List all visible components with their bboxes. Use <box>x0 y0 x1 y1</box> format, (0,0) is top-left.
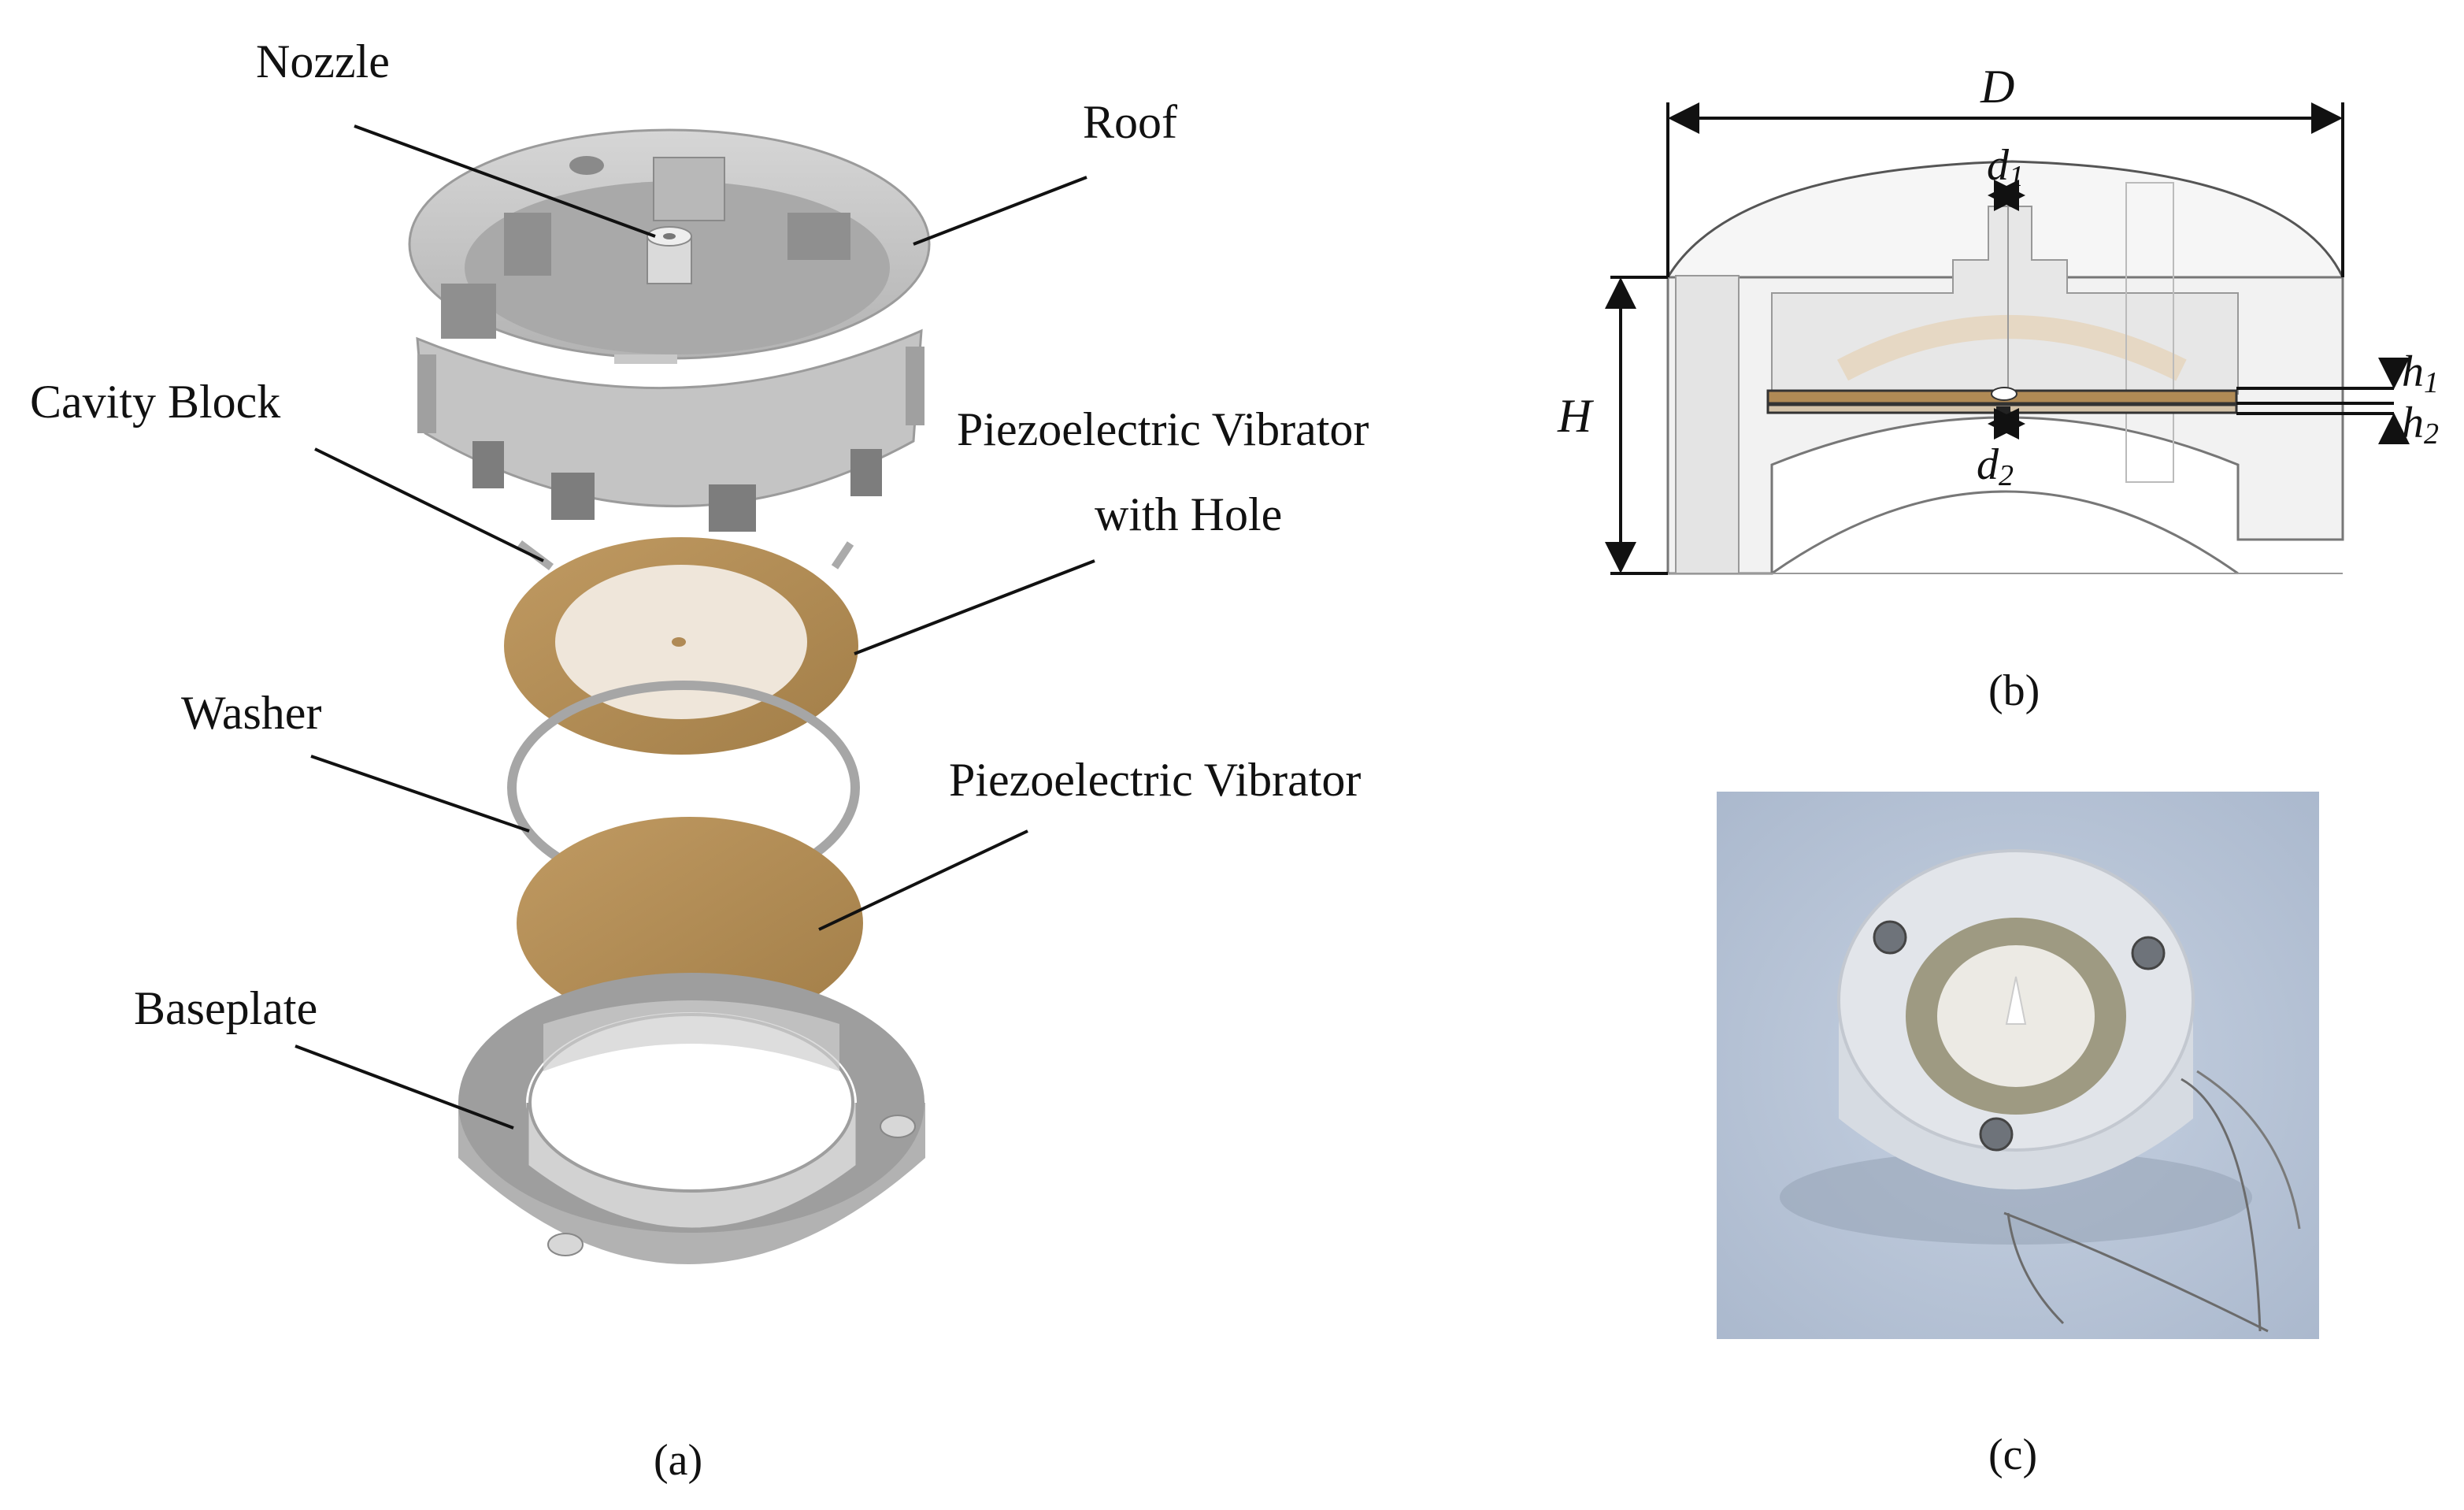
leader-cavity-block <box>314 447 544 562</box>
roof-part <box>408 128 931 570</box>
label-roof: Roof <box>1083 96 1177 148</box>
label-nozzle: Nozzle <box>256 35 390 87</box>
leader-baseplate <box>295 1044 514 1130</box>
cross-section-drawing <box>1666 160 2344 575</box>
panel-b: D H d1 d2 h1 h2 (b) <box>1557 61 2439 715</box>
dim-label-h1: h1 <box>2402 347 2439 399</box>
caption-a: (a) <box>654 1436 702 1485</box>
label-cavity-block: Cavity Block <box>30 376 280 428</box>
caption-b: (b) <box>1988 666 2040 715</box>
label-vibrator: Piezoelectric Vibrator <box>949 754 1361 806</box>
caption-c: (c) <box>1988 1430 2037 1479</box>
label-washer: Washer <box>181 687 321 739</box>
leader-vibrator <box>818 829 1028 931</box>
panel-c: (c) <box>1717 792 2319 1479</box>
vibrator-part <box>517 817 863 1030</box>
dim-label-D: D <box>1980 61 2014 113</box>
baseplate-part <box>458 973 925 1264</box>
prototype-photo <box>1717 792 2319 1339</box>
dim-label-d1: d1 <box>1987 141 2024 193</box>
label-vibrator-hole-line1: Piezoelectric Vibrator <box>957 403 1369 455</box>
label-vibrator-hole-line2: with Hole <box>1095 488 1282 540</box>
dim-label-d2: d2 <box>1977 440 2014 492</box>
leader-washer <box>310 755 530 833</box>
leader-roof <box>913 176 1087 246</box>
dim-label-h2: h2 <box>2402 399 2439 451</box>
dim-label-H: H <box>1557 390 1595 442</box>
label-baseplate: Baseplate <box>134 982 317 1034</box>
leader-vibrator-hole <box>854 559 1095 655</box>
panel-a: Nozzle Roof Cavity Block Piezoelectric V… <box>30 35 1369 1485</box>
leader-nozzle <box>354 124 656 238</box>
